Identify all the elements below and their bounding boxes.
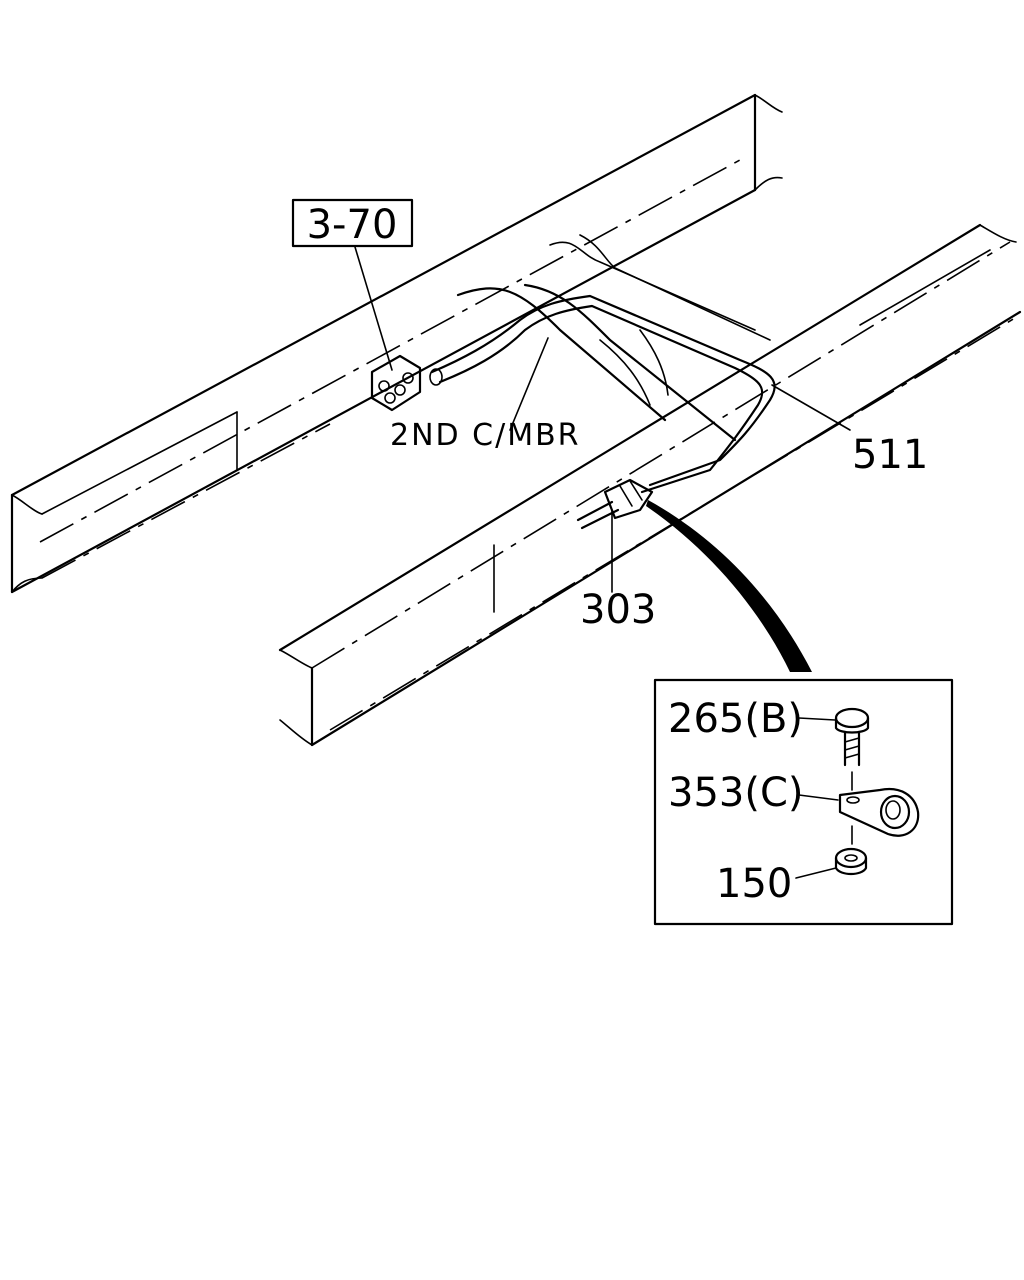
member-callout: 2ND C/MBR	[390, 337, 581, 453]
sensor-callout: 303	[580, 509, 656, 633]
reference-box: 3-70	[291, 198, 414, 371]
sensor-part-number: 303	[580, 587, 656, 633]
pipe-511	[429, 294, 776, 494]
nut-part-number: 150	[716, 861, 792, 907]
nut-icon	[834, 847, 868, 876]
reference-box-label: 3-70	[307, 202, 398, 248]
junction-block	[370, 354, 422, 412]
clip-icon	[838, 788, 920, 837]
bolt-icon	[834, 707, 870, 767]
clip-part-number: 353(C)	[668, 770, 804, 816]
detail-pointer-arrow	[646, 500, 812, 672]
member-label: 2ND C/MBR	[390, 418, 581, 453]
bolt-part-number: 265(B)	[668, 696, 803, 742]
pipe-callout: 511	[771, 384, 928, 478]
detail-box: 265(B) 353(C) 150	[653, 678, 954, 926]
pipe-part-number: 511	[852, 432, 928, 478]
sensor-303	[576, 478, 654, 530]
cross-member	[456, 234, 771, 442]
